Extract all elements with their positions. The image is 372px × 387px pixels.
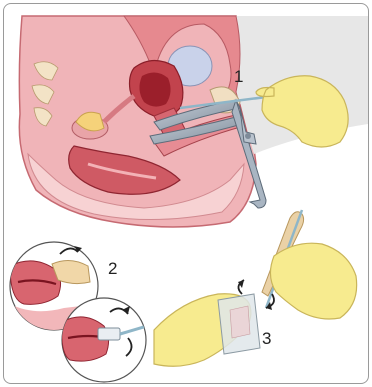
speculum-screw (245, 133, 251, 139)
diagram-frame: 1 2 (3, 3, 369, 384)
step-2-label: 2 (108, 259, 117, 278)
brush-bristles (98, 328, 120, 340)
spatula-tip-closeup (52, 260, 90, 283)
gloved-hand-holding-spatula (270, 243, 356, 319)
step-3-label: 3 (262, 329, 271, 348)
step-3-smear (154, 210, 357, 366)
step-1-label: 1 (234, 67, 243, 86)
uterine-lining (139, 72, 170, 106)
smear-sample (230, 306, 250, 338)
step-2b-zoom-circle (62, 298, 154, 382)
diagram-canvas: 1 2 (4, 4, 368, 383)
